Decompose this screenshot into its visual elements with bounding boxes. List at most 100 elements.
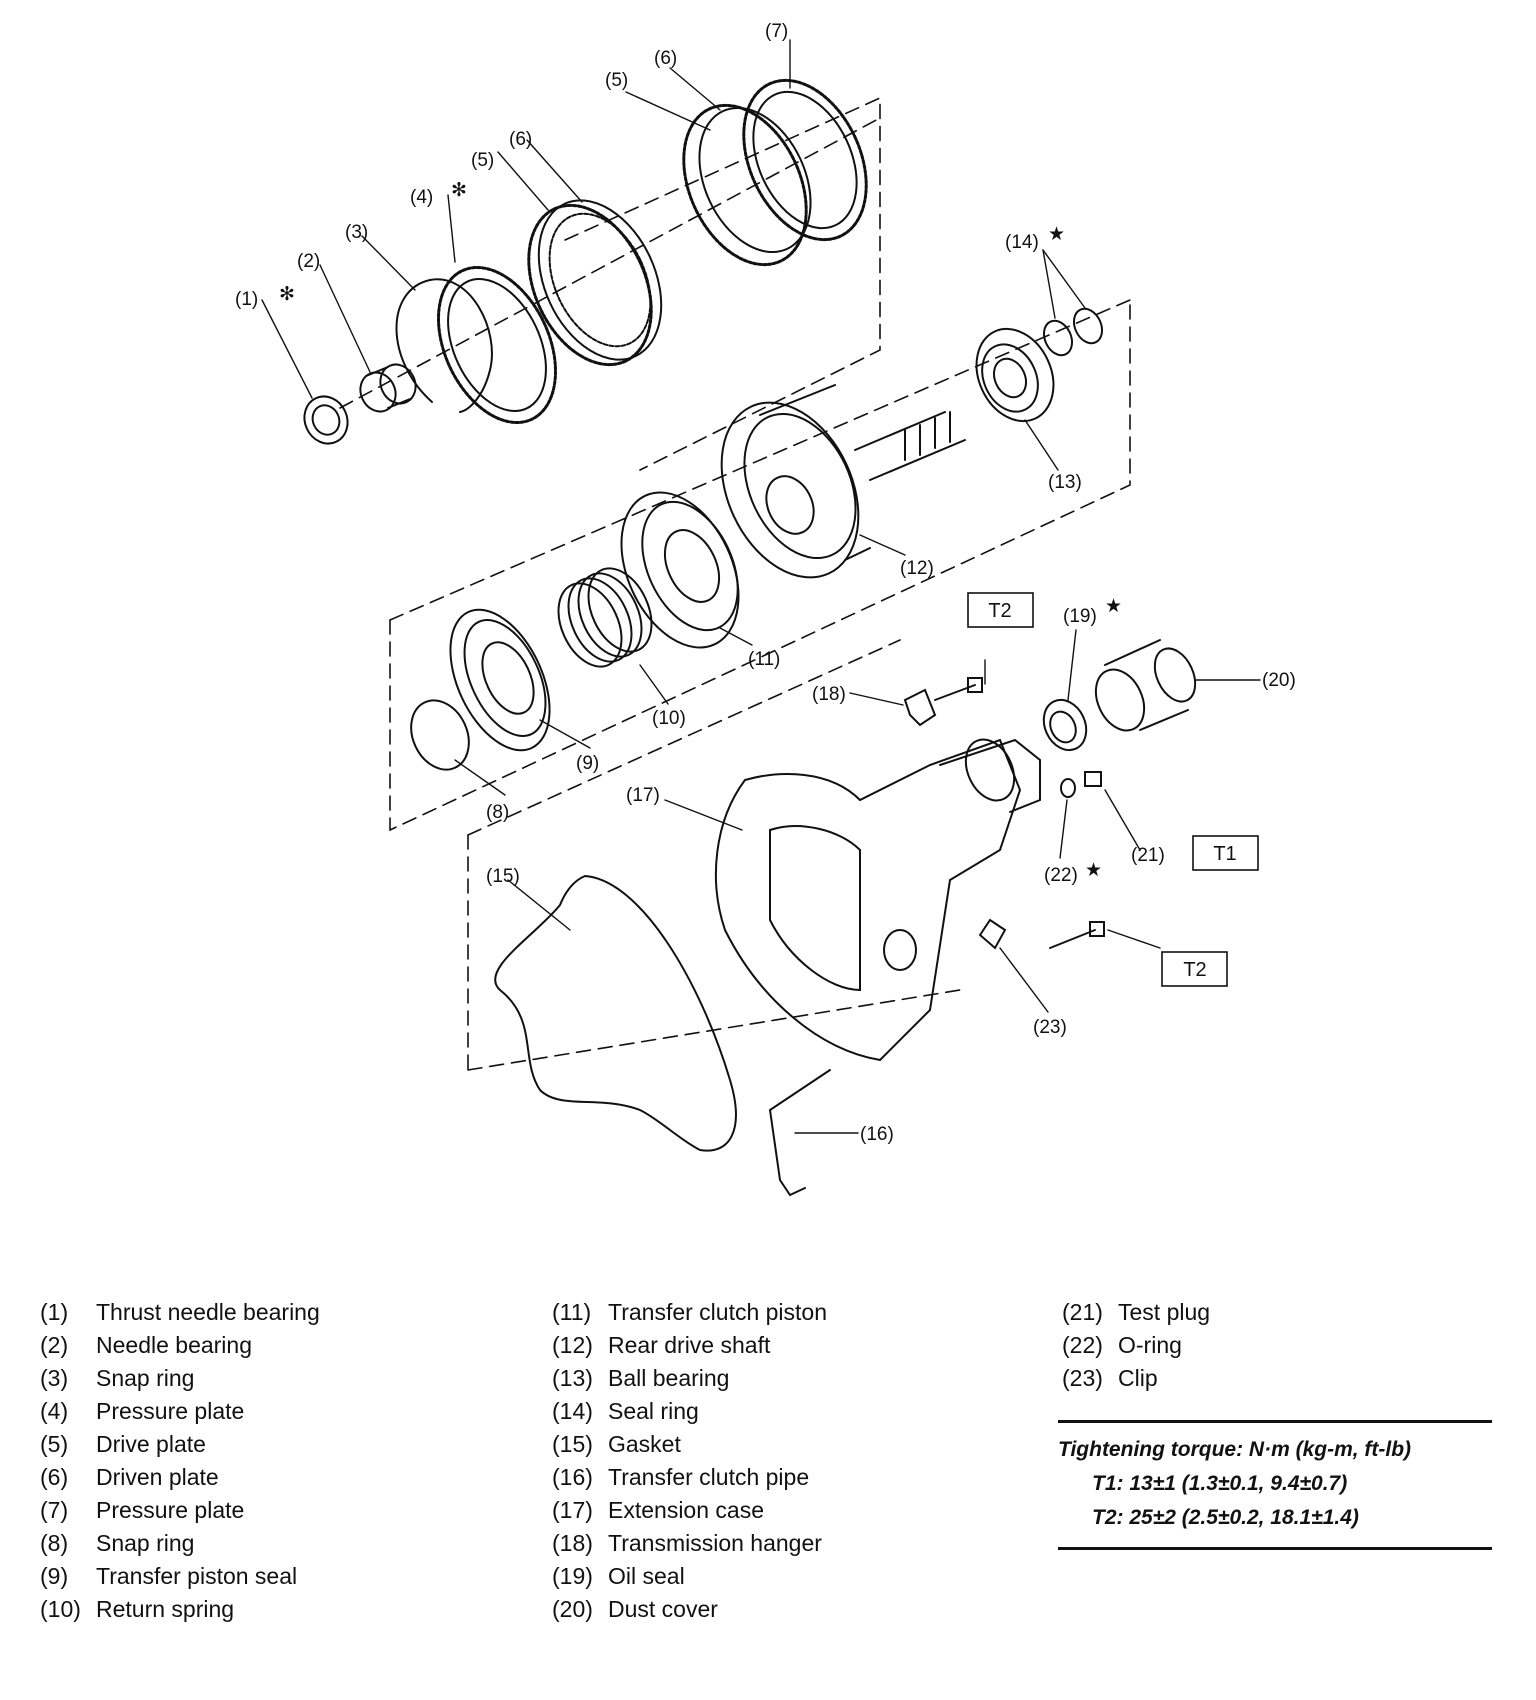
- legend-column-1: (1)Thrust needle bearing (2)Needle beari…: [40, 1296, 320, 1626]
- leader-lines: [261, 39, 1261, 1134]
- legend-item: (12)Rear drive shaft: [552, 1329, 827, 1362]
- legend-part-name: Snap ring: [96, 1530, 195, 1556]
- star-mark-22: ★: [1085, 860, 1102, 881]
- asterisk-mark-4: ✻: [451, 180, 467, 201]
- tightening-torque-box: Tightening torque: N·m (kg-m, ft-lb) T1:…: [1058, 1420, 1492, 1550]
- ball-bearing: [975, 327, 1055, 423]
- legend-part-name: Thrust needle bearing: [96, 1299, 320, 1325]
- transfer-clutch-pipe: [768, 1069, 831, 1197]
- exploded-parts-diagram: T2 T1 T2 (1) ✻ (2) (3) (4) ✻ (5) (6) (5)…: [235, 21, 1296, 1197]
- legend-item: (17)Extension case: [552, 1494, 827, 1527]
- legend-part-name: Transfer piston seal: [96, 1563, 298, 1589]
- torque-tag-label: T1: [1213, 843, 1236, 865]
- legend-number: (11): [552, 1299, 592, 1325]
- star-mark-14: ★: [1048, 224, 1065, 245]
- legend-number: (18): [552, 1530, 593, 1556]
- callout-21: (21): [1131, 845, 1165, 866]
- callout-22: (22): [1044, 865, 1078, 886]
- legend-number: (4): [40, 1398, 69, 1424]
- legend-item: (7)Pressure plate: [40, 1494, 320, 1527]
- legend-number: (3): [40, 1365, 69, 1391]
- gasket: [494, 874, 737, 1152]
- callout-12: (12): [900, 558, 934, 579]
- assembly-guide-lines: [339, 96, 1131, 1071]
- transfer-clutch-piston: [620, 491, 740, 649]
- legend-number: (15): [552, 1431, 593, 1457]
- legend-part-name: Pressure plate: [96, 1497, 245, 1523]
- return-spring: [557, 567, 653, 668]
- legend-number: (16): [552, 1464, 593, 1490]
- dust-cover: [1094, 639, 1197, 732]
- star-mark-19: ★: [1105, 596, 1122, 617]
- snap-ring-8: [410, 699, 470, 771]
- callout-5-a: (5): [471, 150, 494, 171]
- torque-spec-t2: T2: 25±2 (2.5±0.2, 18.1±1.4): [1092, 1506, 1359, 1529]
- legend-item: (6)Driven plate: [40, 1461, 320, 1494]
- torque-tag-label: T2: [1183, 959, 1206, 981]
- legend-number: (19): [552, 1563, 593, 1589]
- legend-item: (23)Clip: [1062, 1362, 1210, 1395]
- legend-item: (5) Drive plate: [40, 1428, 320, 1461]
- legend-number: (6): [40, 1464, 69, 1490]
- legend-item: (11) Transfer clutch piston: [552, 1296, 827, 1329]
- callout-3: (3): [345, 222, 368, 243]
- legend-item: (10) Return spring: [40, 1593, 320, 1626]
- callout-14: (14): [1005, 232, 1039, 253]
- legend-part-name: Oil seal: [608, 1563, 685, 1589]
- legend-number: (9): [40, 1563, 69, 1589]
- transfer-piston-seal: [449, 608, 551, 752]
- legend-part-name: Return spring: [96, 1596, 235, 1622]
- callout-13: (13): [1048, 472, 1082, 493]
- legend-part-name: Transmission hanger: [608, 1530, 822, 1556]
- legend-number: (13): [552, 1365, 593, 1391]
- legend-number: (22): [1062, 1332, 1103, 1358]
- legend-number: (20): [552, 1596, 593, 1622]
- torque-tag-t1: T1: [1192, 835, 1259, 871]
- torque-tag-t2-upper: T2: [967, 592, 1034, 628]
- callout-6-b: (6): [654, 48, 677, 69]
- legend-item: (15)Gasket: [552, 1428, 827, 1461]
- callout-17: (17): [626, 785, 660, 806]
- thrust-needle-bearing: [303, 395, 349, 445]
- legend-item: (21)Test plug: [1062, 1296, 1210, 1329]
- test-plug: [1084, 771, 1102, 787]
- callout-15: (15): [486, 866, 520, 887]
- legend-item: (9) Transfer piston seal: [40, 1560, 320, 1593]
- legend-part-name: Ball bearing: [608, 1365, 730, 1391]
- clip-and-bolt: [978, 918, 1105, 950]
- callout-7: (7): [765, 21, 788, 42]
- callout-20: (20): [1262, 670, 1296, 691]
- legend-number: (10): [40, 1596, 81, 1622]
- callout-8: (8): [486, 802, 509, 823]
- torque-heading: Tightening torque: N·m (kg-m, ft-lb): [1058, 1438, 1412, 1461]
- seal-rings: [1042, 307, 1104, 357]
- legend-part-name: Seal ring: [608, 1398, 699, 1424]
- callout-23: (23): [1033, 1017, 1067, 1038]
- callout-6-a: (6): [509, 129, 532, 150]
- legend-number: (21): [1062, 1299, 1103, 1325]
- oil-seal: [1042, 698, 1088, 752]
- needle-bearing: [359, 363, 417, 413]
- legend-part-name: Drive plate: [96, 1431, 206, 1457]
- legend-item: (8)Snap ring: [40, 1527, 320, 1560]
- legend-part-name: O-ring: [1118, 1332, 1182, 1358]
- legend-item: (1) Thrust needle bearing: [40, 1296, 320, 1329]
- legend-item: (14) Seal ring: [552, 1395, 827, 1428]
- legend-item: (4) Pressure plate: [40, 1395, 320, 1428]
- legend-part-name: Transfer clutch piston: [608, 1299, 828, 1325]
- legend-number: (14): [552, 1398, 593, 1424]
- callout-10: (10): [652, 708, 686, 729]
- legend-part-name: Pressure plate: [96, 1398, 245, 1424]
- legend-item: (3)Snap ring: [40, 1362, 320, 1395]
- extension-case: [714, 738, 1041, 1062]
- legend-part-name: Extension case: [608, 1497, 764, 1523]
- torque-tag-label: T2: [988, 600, 1011, 622]
- callout-18: (18): [812, 684, 846, 705]
- legend-number: (5): [40, 1431, 69, 1457]
- legend-column-3: (21)Test plug (22) O-ring (23)Clip: [1062, 1296, 1210, 1395]
- clutch-plate-pack-1: [527, 199, 663, 367]
- legend-item: (19) Oil seal: [552, 1560, 827, 1593]
- legend-number: (1): [40, 1299, 69, 1325]
- callout-19: (19): [1063, 606, 1097, 627]
- callout-11: (11): [748, 649, 780, 670]
